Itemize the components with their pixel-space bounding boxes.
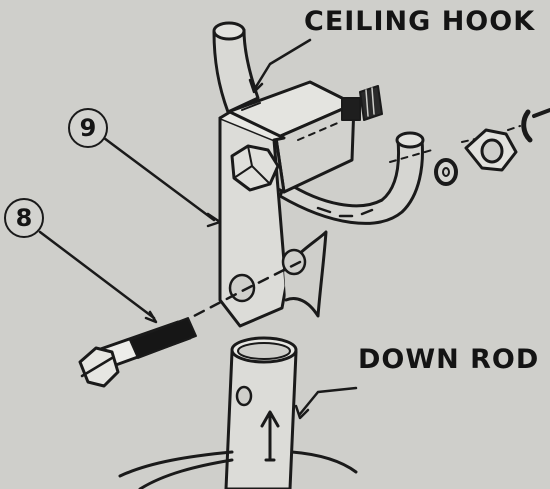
lock-washer: [434, 158, 458, 186]
bracket-bolt-head: [230, 144, 280, 192]
cotter-pin: [521, 108, 550, 143]
ceiling-hook-prong: [212, 21, 260, 114]
down-rod: [224, 336, 298, 489]
down-rod-wires: [118, 450, 358, 489]
long-bolt: [78, 317, 197, 388]
ceiling-hook-label: CEILING HOOK: [304, 6, 536, 37]
callout-leaders: [38, 38, 358, 420]
part-9-callout: 9: [68, 108, 108, 148]
part-8-callout: 8: [4, 198, 44, 238]
down-rod-label: DOWN ROD: [358, 344, 540, 375]
set-screw: [341, 85, 383, 121]
hex-nut: [464, 128, 518, 172]
ceiling-hook-u-arm: [278, 131, 425, 225]
